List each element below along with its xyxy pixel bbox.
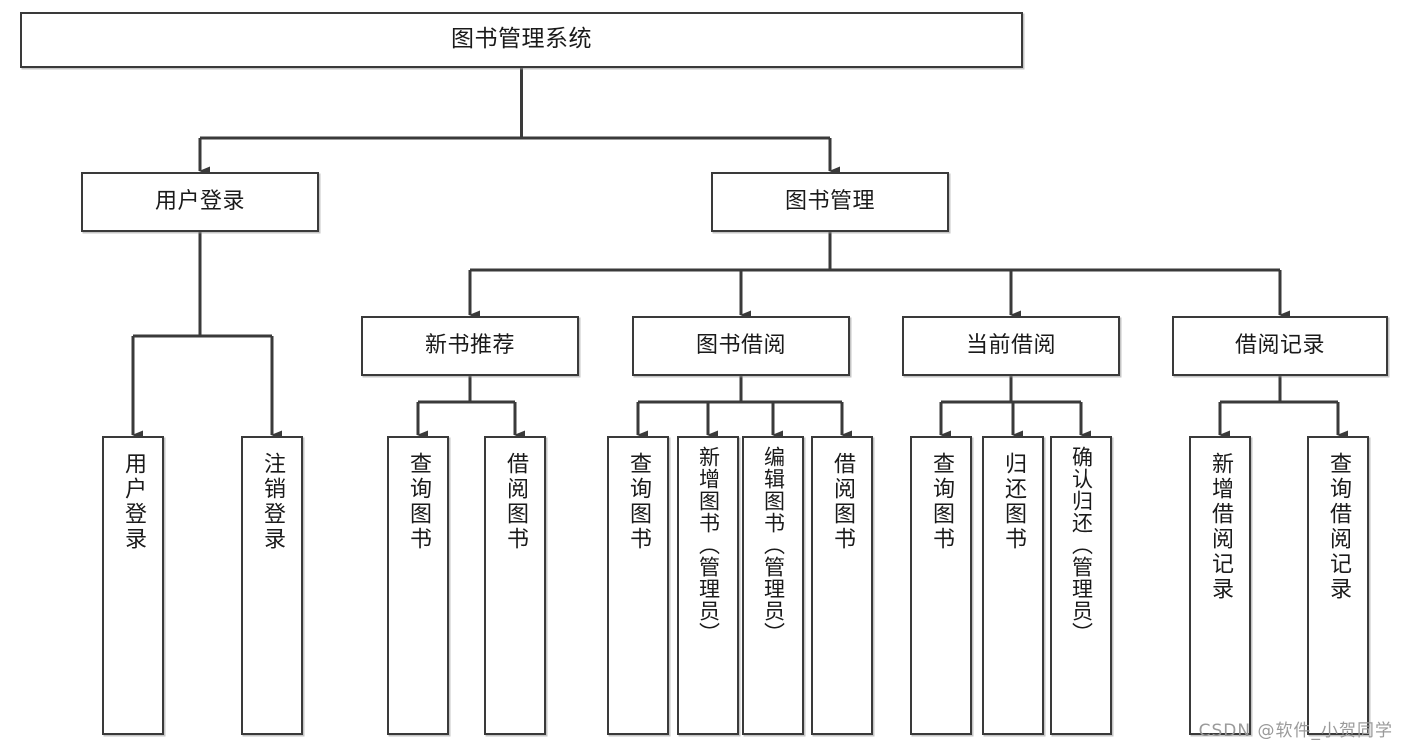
node-n_rec[interactable]: 借阅记录 (1172, 316, 1388, 376)
node-l10[interactable]: 归还图书 (982, 436, 1044, 735)
node-label: 查询借阅记录 (1326, 452, 1351, 602)
node-l5[interactable]: 查询图书 (607, 436, 669, 735)
node-n_book[interactable]: 图书管理 (711, 172, 949, 232)
node-label: 查询图书 (626, 452, 651, 552)
node-l2[interactable]: 注销登录 (241, 436, 303, 735)
node-l13[interactable]: 查询借阅记录 (1307, 436, 1369, 735)
node-n_cur[interactable]: 当前借阅 (902, 316, 1120, 376)
node-label: 用户登录 (154, 188, 245, 214)
node-n_new[interactable]: 新书推荐 (361, 316, 579, 376)
node-label: 当前借阅 (965, 332, 1056, 358)
node-n_login[interactable]: 用户登录 (81, 172, 319, 232)
node-n_borrow[interactable]: 图书借阅 (632, 316, 850, 376)
node-l12[interactable]: 新增借阅记录 (1189, 436, 1251, 735)
node-label: 新增借阅记录 (1208, 452, 1233, 602)
node-label: 用户登录 (121, 452, 146, 552)
node-l8[interactable]: 借阅图书 (811, 436, 873, 735)
node-label: 新增图书（管理员） (696, 446, 721, 644)
node-l9[interactable]: 查询图书 (910, 436, 972, 735)
node-label: 图书借阅 (695, 332, 786, 358)
node-l4[interactable]: 借阅图书 (484, 436, 546, 735)
node-label: 新书推荐 (424, 332, 515, 358)
node-root[interactable]: 图书管理系统 (20, 12, 1023, 68)
node-l11[interactable]: 确认归还（管理员） (1050, 436, 1112, 735)
node-label: 借阅记录 (1234, 332, 1325, 358)
node-label: 归还图书 (1001, 452, 1026, 552)
node-label: 编辑图书（管理员） (761, 446, 786, 644)
node-label: 借阅图书 (830, 452, 855, 552)
node-l6[interactable]: 新增图书（管理员） (677, 436, 739, 735)
node-l3[interactable]: 查询图书 (387, 436, 449, 735)
node-label: 查询图书 (406, 452, 431, 552)
node-label: 注销登录 (260, 452, 285, 552)
node-label: 查询图书 (929, 452, 954, 552)
node-l1[interactable]: 用户登录 (102, 436, 164, 735)
edges (131, 68, 1348, 440)
node-label: 确认归还（管理员） (1069, 446, 1094, 644)
node-label: 图书管理 (784, 188, 875, 214)
node-l7[interactable]: 编辑图书（管理员） (742, 436, 804, 735)
watermark-text: CSDN @软件_小贺同学 (1198, 721, 1393, 741)
node-label: 借阅图书 (503, 452, 528, 552)
node-label: 图书管理系统 (451, 26, 592, 53)
